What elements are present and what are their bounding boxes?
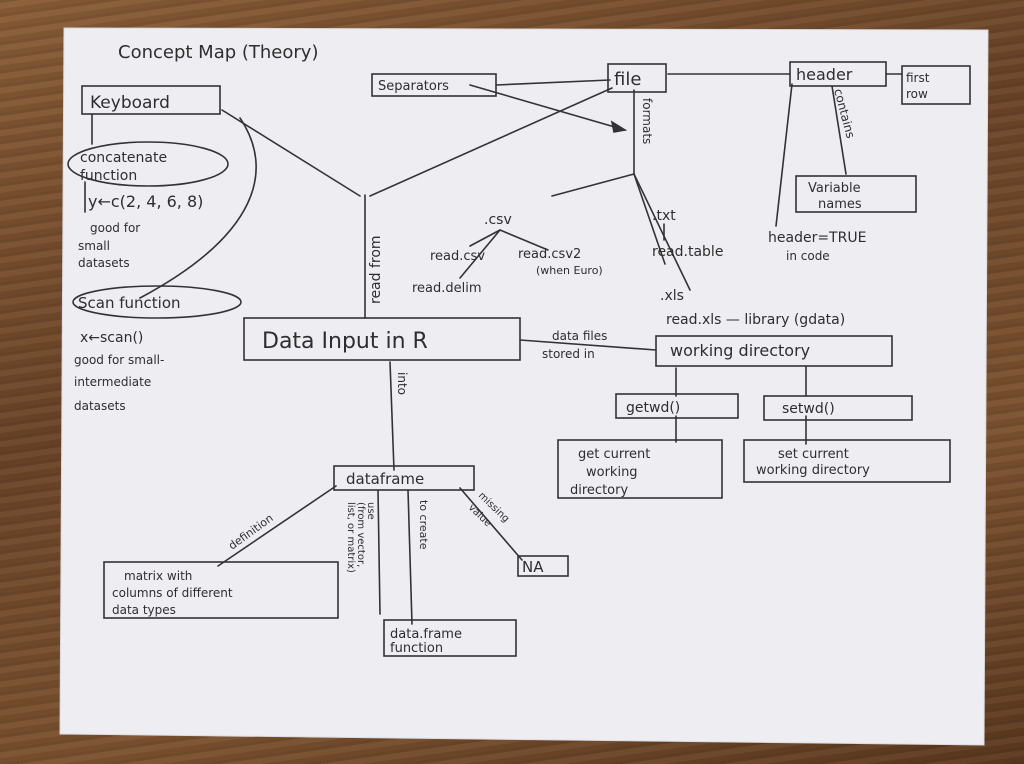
use-from-line2: (from vector, — [355, 502, 366, 567]
scan-code: x←scan() — [80, 330, 143, 346]
fn-read-xls: read.xls — library (gdata) — [666, 312, 845, 328]
format-txt: .txt — [652, 208, 676, 224]
use-from-line3: list, or matrix) — [345, 502, 356, 573]
fn-read-delim: read.delim — [412, 281, 482, 296]
get-current-line2: working — [586, 465, 638, 480]
data-frame-fn-line1: data.frame — [390, 627, 462, 642]
small-note-line2: small — [78, 239, 110, 253]
node-scan-function: Scan function — [78, 294, 181, 312]
set-current-line1: set current — [778, 447, 849, 462]
node-na: NA — [522, 558, 544, 576]
node-setwd: setwd() — [782, 401, 835, 417]
link-formats: formats — [640, 98, 654, 144]
header-true-line2: in code — [786, 249, 830, 263]
scan-note-line3: datasets — [74, 399, 126, 413]
node-data-input: Data Input in R — [262, 329, 428, 354]
page-title: Concept Map (Theory) — [118, 42, 318, 63]
node-concatenate-line1: concatenate — [80, 150, 167, 166]
node-variable-names-line2: names — [818, 197, 862, 212]
get-current-line3: directory — [570, 483, 628, 498]
link-data-files: data files — [552, 329, 607, 343]
header-true-line1: header=TRUE — [768, 230, 866, 246]
small-note-line1: good for — [90, 221, 140, 235]
set-current-line2: working directory — [756, 463, 870, 478]
node-separators: Separators — [378, 79, 449, 94]
matrix-line2: columns of different — [112, 586, 233, 600]
node-working-directory: working directory — [670, 341, 810, 360]
small-note-line3: datasets — [78, 256, 130, 270]
link-to-create: to create — [417, 500, 430, 550]
matrix-line1: matrix with — [124, 569, 192, 583]
format-csv: .csv — [484, 212, 512, 228]
node-boxes — [67, 61, 971, 657]
link-read-from: read from — [368, 235, 384, 304]
format-xls: .xls — [660, 288, 684, 304]
link-stored-in: stored in — [542, 347, 595, 361]
paper-sheet — [59, 27, 989, 746]
node-keyboard: Keyboard — [90, 93, 170, 113]
scan-note-line1: good for small- — [74, 353, 164, 367]
connector-lines — [84, 73, 903, 625]
scan-note-line2: intermediate — [74, 375, 151, 389]
node-first-row-line2: row — [906, 87, 928, 101]
node-concatenate-line2: function — [80, 168, 137, 184]
get-current-line1: get current — [578, 447, 650, 462]
concat-code: y←c(2, 4, 6, 8) — [88, 192, 203, 211]
fn-read-csv2: read.csv2 — [518, 247, 581, 262]
use-from-line1: use — [365, 502, 376, 520]
node-variable-names-line1: Variable — [808, 181, 861, 196]
fn-read-csv: read.csv — [430, 249, 485, 264]
link-into: into — [395, 372, 409, 395]
node-header: header — [796, 65, 853, 84]
matrix-line3: data types — [112, 603, 176, 617]
node-file: file — [614, 69, 641, 90]
note-when-euro: (when Euro) — [536, 264, 603, 277]
data-frame-fn-line2: function — [390, 641, 443, 656]
node-first-row-line1: first — [906, 71, 930, 85]
node-getwd: getwd() — [626, 400, 680, 416]
fn-read-table: read.table — [652, 244, 723, 260]
node-dataframe: dataframe — [346, 470, 424, 488]
